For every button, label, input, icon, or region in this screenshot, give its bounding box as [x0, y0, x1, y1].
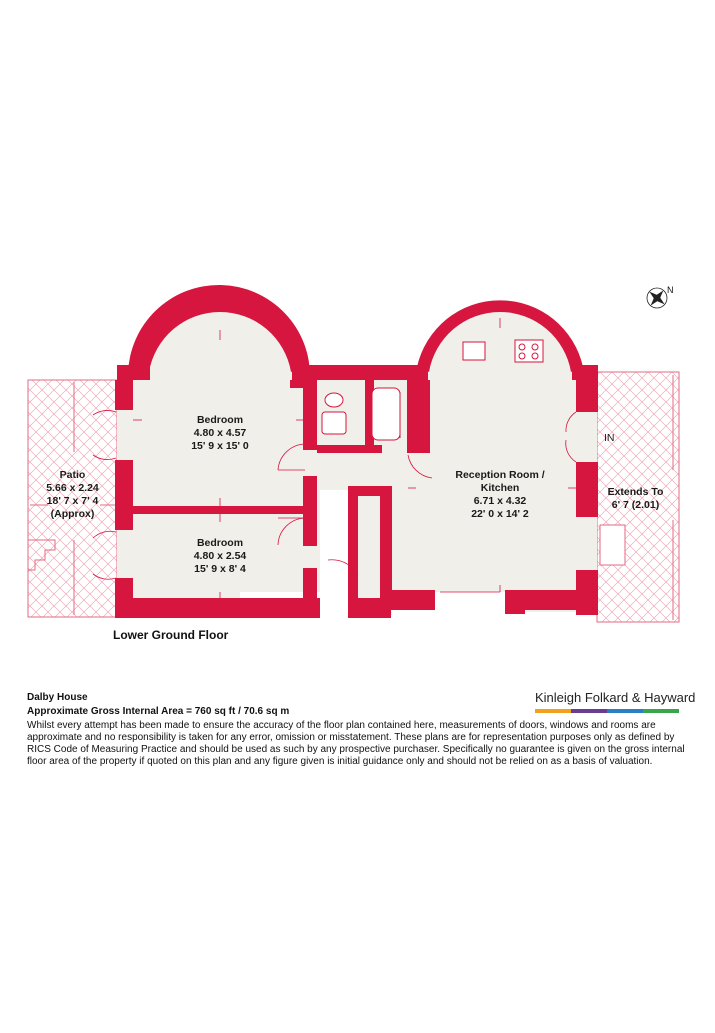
room-name: Extends To [607, 486, 664, 498]
room-label-extends-to: Extends To 6' 7 (2.01) [598, 486, 673, 512]
room-metric: 4.80 x 2.54 [193, 550, 247, 562]
floor-title: Lower Ground Floor [113, 628, 229, 642]
room-label-bedroom-1: Bedroom 4.80 x 4.57 15' 9 x 15' 0 [170, 414, 270, 453]
room-metric: 5.66 x 2.24 [46, 482, 99, 494]
room-name: Patio [59, 469, 86, 481]
patio-area [27, 379, 118, 618]
room-label-bedroom-2: Bedroom 4.80 x 2.54 15' 9 x 8' 4 [170, 537, 270, 576]
room-note: (Approx) [50, 508, 95, 520]
dimension-arrows [133, 318, 576, 600]
room-metric: 6' 7 (2.01) [611, 499, 660, 511]
room-label-reception-kitchen: Reception Room / Kitchen 6.71 x 4.32 22'… [440, 469, 560, 521]
room-imperial: 18' 7 x 7' 4 [46, 495, 99, 507]
room-name: Bedroom [196, 537, 244, 549]
room-imperial: 22' 0 x 14' 2 [471, 508, 529, 520]
room-name-2: Kitchen [480, 482, 520, 494]
compass-icon [646, 287, 668, 309]
kitchen-fixtures [462, 339, 544, 363]
gross-internal-area: Approximate Gross Internal Area = 760 sq… [27, 706, 290, 717]
brand-bar-green [643, 709, 679, 713]
room-metric: 4.80 x 4.57 [193, 427, 247, 439]
property-name: Dalby House [27, 692, 88, 703]
room-label-patio: Patio 5.66 x 2.24 18' 7 x 7' 4 (Approx) [28, 469, 117, 521]
room-imperial: 15' 9 x 8' 4 [194, 563, 246, 575]
disclaimer-text: Whilst every attempt has been made to en… [27, 720, 685, 767]
brand-bar-orange [535, 709, 571, 713]
brand-logo-text: Kinleigh Folkard & Hayward [535, 690, 696, 705]
door-swings [92, 410, 577, 593]
room-imperial: 15' 9 x 15' 0 [191, 440, 249, 452]
walls [115, 284, 598, 618]
room-name: Bedroom [196, 414, 244, 426]
entrance-label: IN [604, 432, 615, 444]
room-metric: 6.71 x 4.32 [473, 495, 527, 507]
brand-bar-purple [571, 709, 607, 713]
brand-bar-blue [607, 709, 643, 713]
bathroom-fixtures [321, 387, 401, 441]
room-name: Reception Room / [455, 469, 545, 481]
compass-north-label: N [667, 285, 674, 295]
building-floor [117, 300, 597, 615]
